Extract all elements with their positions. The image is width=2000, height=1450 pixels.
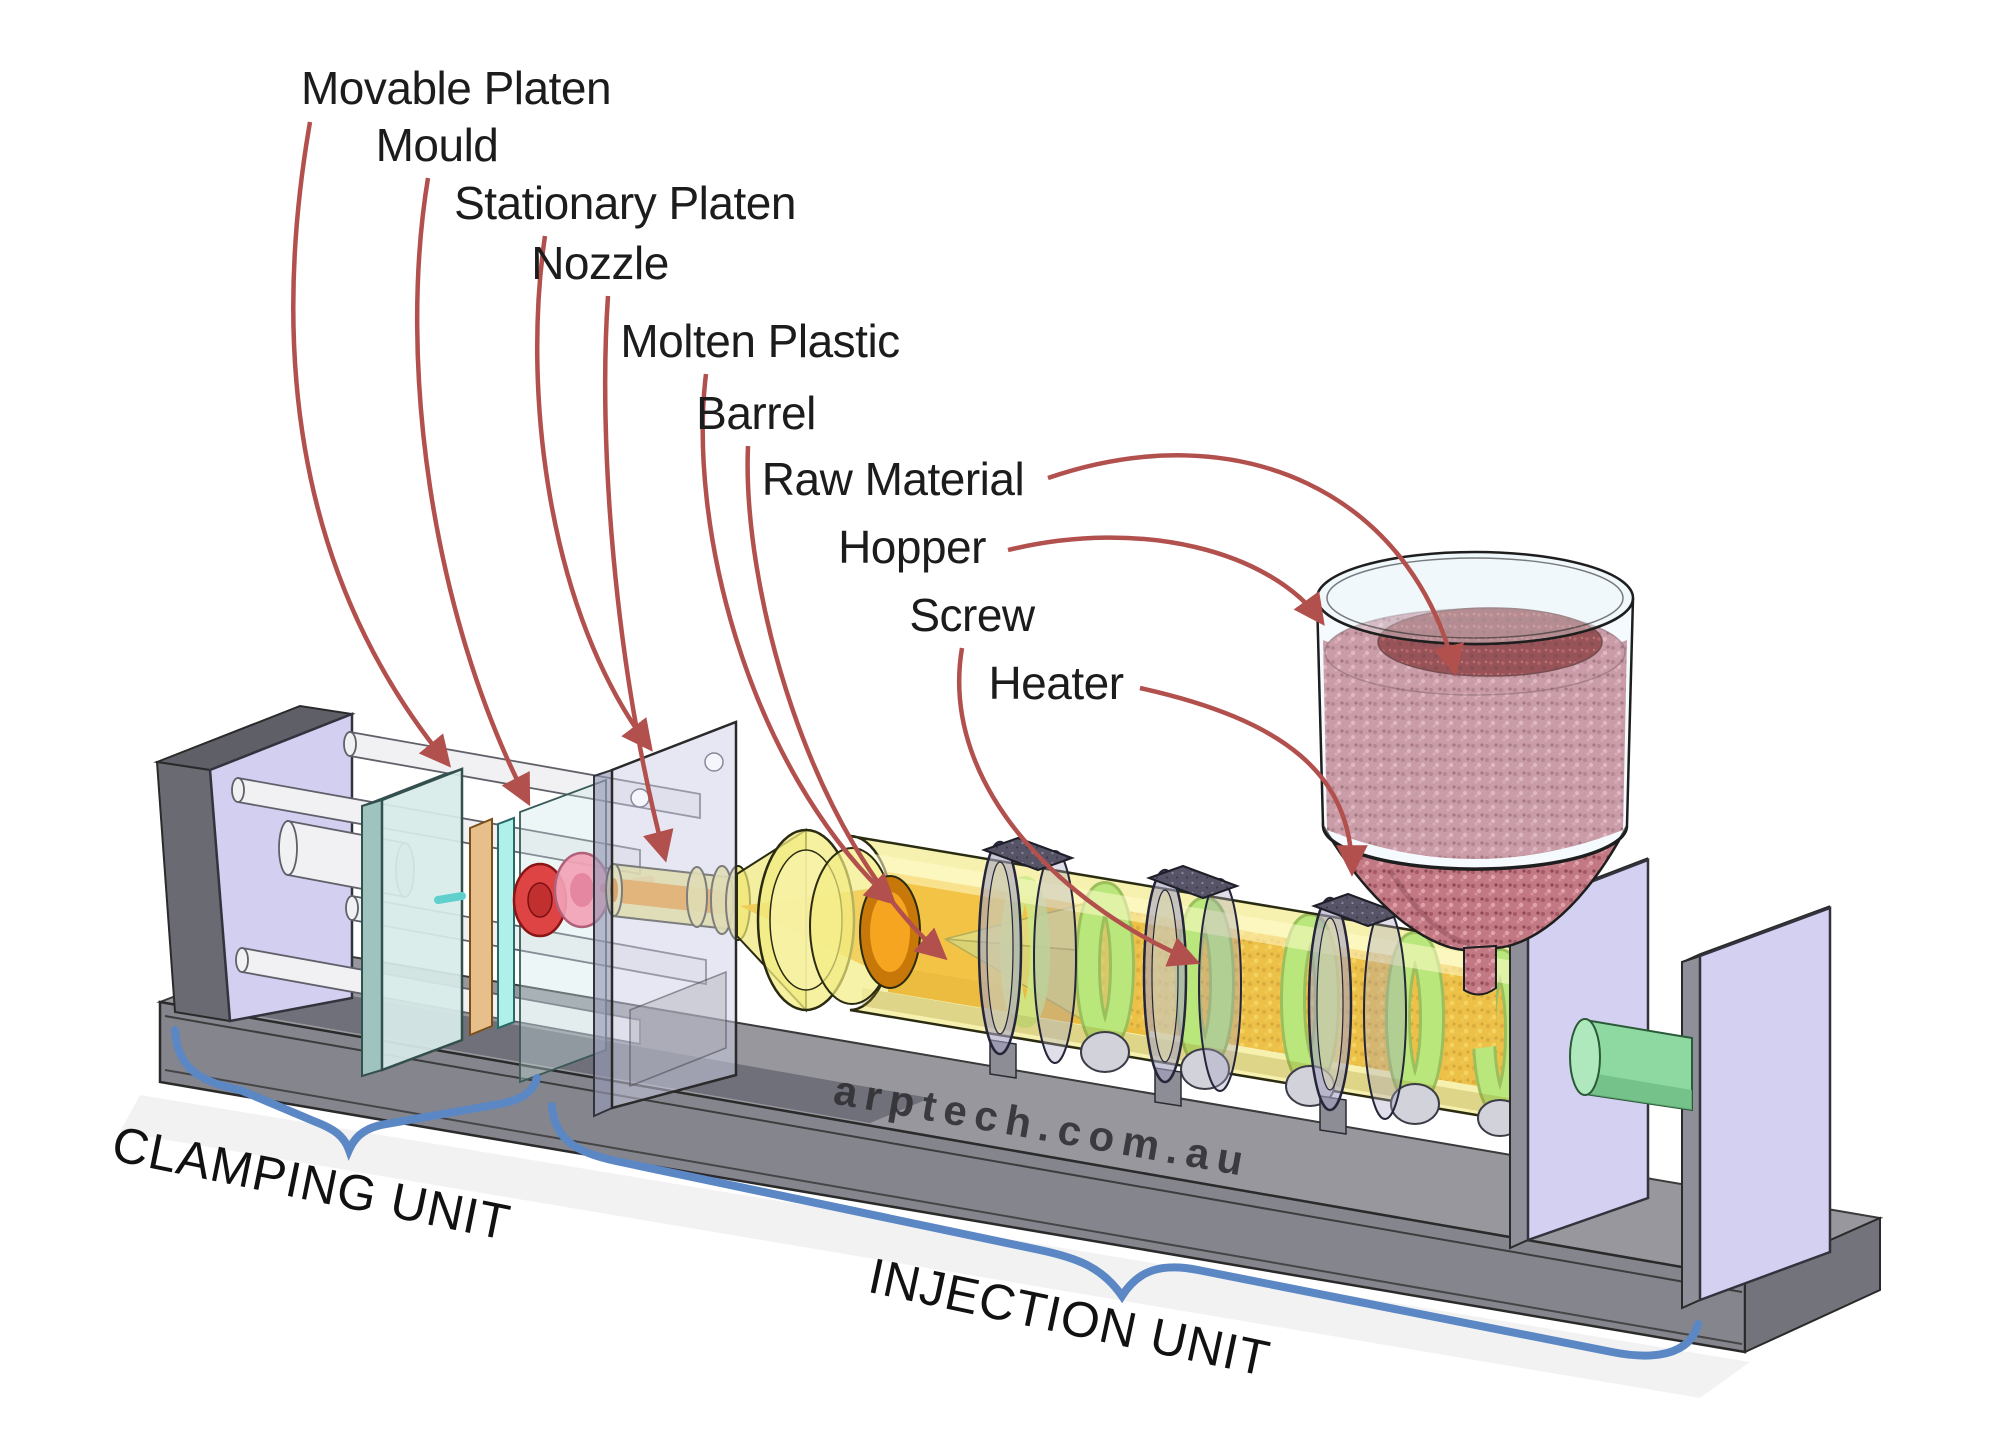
tie-bar-upper-back-cap [343,731,357,757]
label-barrel: Barrel [696,387,816,439]
hydraulic-cylinder-left-cap [278,820,298,876]
stationary-platen-hole-1 [630,788,650,808]
mould-assembly [434,778,655,1084]
machine-base: arptech.com.au [120,946,1884,1398]
bracket-plate-back [1681,905,1832,1310]
hopper-rim-inner [1326,557,1624,639]
part-labels: Movable Platen Mould Stationary Platen N… [301,62,1124,709]
leader-heater [1139,685,1368,877]
base-front-groove-top [164,1015,1743,1293]
label-heater: Heater [988,657,1123,709]
label-mould: Mould [376,119,499,171]
tie-bar-upper-front-cap [231,777,245,803]
moulded-part-pink-hub [570,873,594,907]
tie-bar-lower-back-cap [345,895,359,921]
leader-nozzle [602,295,674,863]
movable-platen [361,767,464,1078]
movable-platen-face [380,767,464,1072]
hopper-stem [1463,944,1497,996]
leader-movable-platen [291,121,452,768]
mould-ejector-pin [434,892,466,904]
leader-raw-material [1047,453,1464,677]
stationary-platen [593,720,738,1118]
hopper-cone-streak [1387,868,1471,947]
stationary-platen-cavity [629,970,727,1088]
barrel-glass-highlight [862,852,1520,986]
leader-molten-plastic [700,373,897,906]
heater-band-3 [1307,892,1407,1135]
label-movable-platen: Movable Platen [301,62,611,114]
label-stationary-platen: Stationary Platen [454,177,796,229]
moulded-part-red-hub [527,882,553,918]
stationary-platen-face [610,720,738,1110]
movable-platen-edge [361,798,383,1078]
label-raw-material: Raw Material [762,453,1024,505]
clamping-unit-brace [171,1026,541,1161]
injection-unit-brace [548,1102,1702,1360]
stationary-platen-edge [593,768,613,1118]
label-hopper: Hopper [838,521,986,573]
hopper [1315,550,1635,996]
mould-plate-cyan [497,816,515,1030]
drive-shaft-green [1569,1018,1693,1112]
heater-band-2 [1142,864,1242,1107]
leader-mould [414,177,531,807]
leader-barrel [745,445,948,961]
label-nozzle: Nozzle [531,237,669,289]
unit-braces [171,1026,1702,1360]
leader-arrows [291,121,1464,967]
injection-end-bracket [1509,857,1832,1310]
base-shadow [120,1095,1750,1398]
label-screw: Screw [909,589,1036,641]
mould-plate-tan [469,817,493,1037]
leader-stationary-platen [534,235,653,752]
hopper-rim [1315,550,1635,646]
stationary-platen-hole-2 [704,752,724,772]
hopper-granule-body [1323,640,1627,859]
heater-bands [977,836,1407,1135]
label-molten-plastic: Molten Plastic [620,315,899,367]
barrel-mouth-core [870,892,910,972]
tie-bar-lower-front-cap [235,947,249,973]
leader-screw [956,647,1201,967]
base-right-face [1744,1216,1881,1354]
heater-band-1 [977,836,1077,1079]
leader-hopper [1007,535,1325,626]
